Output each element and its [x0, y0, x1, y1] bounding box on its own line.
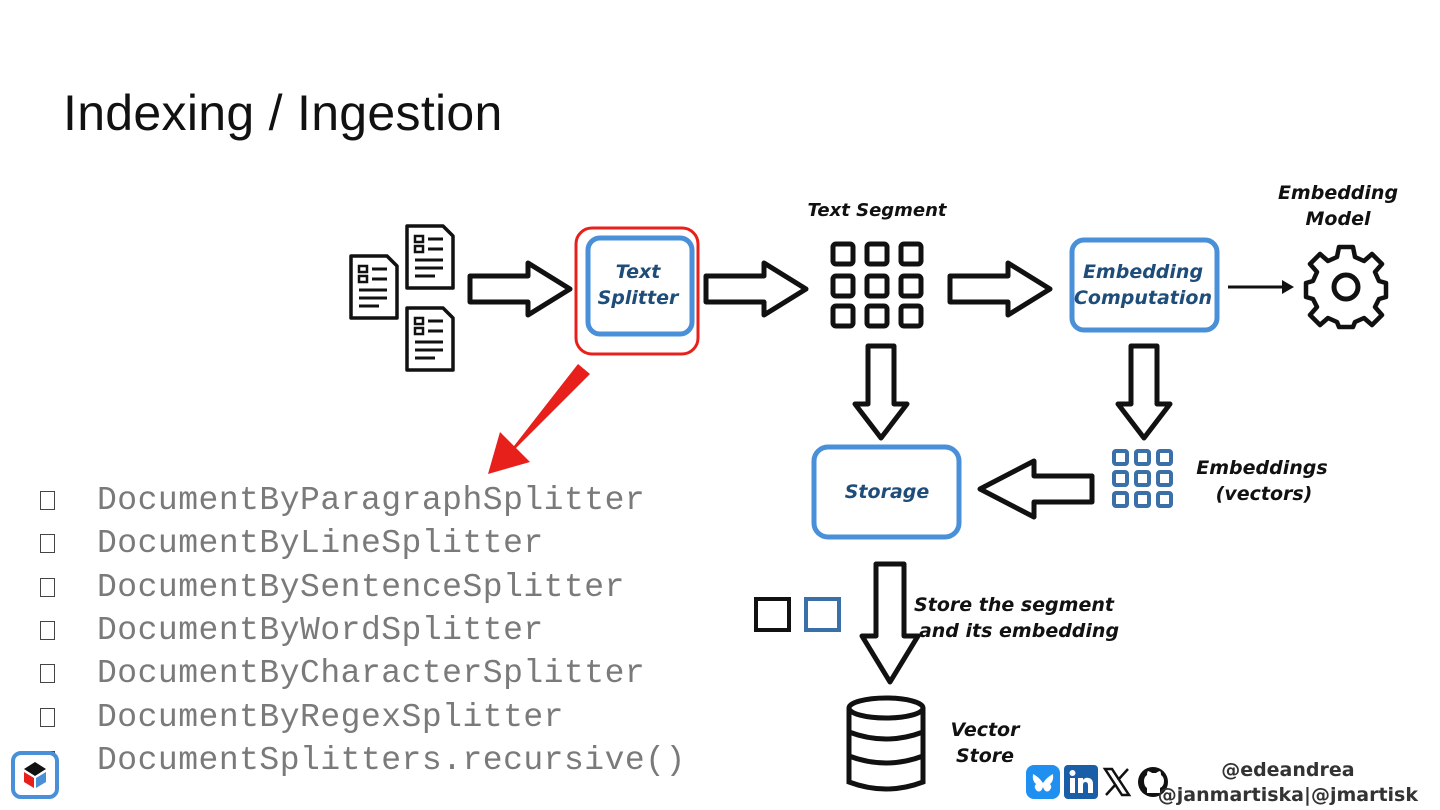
handle-1: @edeandrea — [1221, 759, 1355, 781]
text-segment-grid — [830, 241, 924, 329]
embedding-computation-label-2: Computation — [1074, 287, 1212, 309]
storage-label: Storage — [845, 481, 930, 503]
bullet-box — [40, 491, 55, 511]
arrow-to-embedding — [950, 263, 1050, 315]
github-icon[interactable] — [1136, 765, 1170, 799]
document-icon — [405, 224, 455, 290]
list-item: DocumentBySentenceSplitter — [40, 566, 686, 609]
embedding-computation-label-1: Embedding — [1083, 261, 1203, 283]
bullet-box — [40, 664, 55, 684]
embedding-model-label-2: Model — [1306, 208, 1371, 230]
list-item: DocumentByWordSplitter — [40, 609, 686, 652]
embedding-square — [804, 597, 841, 632]
bullet-box — [40, 707, 55, 727]
list-item: DocumentByRegexSplitter — [40, 695, 686, 738]
text-splitter-label-2: Splitter — [598, 287, 680, 309]
arrow-to-segments — [706, 263, 806, 315]
storage-box — [811, 444, 962, 540]
slide-title: Indexing / Ingestion — [63, 85, 503, 141]
bullet-box — [40, 577, 55, 597]
x-icon[interactable] — [1102, 765, 1132, 799]
embeddings-label-2: (vectors) — [1216, 483, 1313, 505]
arrow-segments-to-storage — [855, 346, 907, 438]
text-splitter-label-1: Text — [616, 261, 662, 283]
embeddings-label-1: Embeddings — [1196, 457, 1327, 479]
red-pointer-arrow — [488, 364, 590, 474]
bluesky-icon[interactable] — [1026, 765, 1060, 799]
splitter-list: DocumentByParagraphSplitter DocumentByLi… — [40, 479, 686, 782]
list-item: DocumentSplitters.recursive() — [40, 739, 686, 782]
documents-icon — [349, 224, 455, 372]
text-segment-label: Text Segment — [807, 200, 947, 221]
author-handles: @edeandrea @janmartiska|@jmartisk — [1158, 758, 1418, 808]
bullet-box — [40, 534, 55, 554]
arrow-embeddings-to-storage — [977, 458, 1095, 520]
logo-icon — [11, 751, 59, 799]
list-item: DocumentByCharacterSplitter — [40, 652, 686, 695]
arrow-to-splitter — [470, 263, 570, 315]
store-label-1: Store the segment — [914, 594, 1115, 616]
embeddings-grid — [1112, 449, 1173, 508]
list-item: DocumentByLineSplitter — [40, 522, 686, 565]
handle-2: @janmartiska|@jmartisk — [1157, 784, 1418, 806]
bullet-box — [40, 621, 55, 641]
store-label-2: and its embedding — [919, 620, 1119, 642]
text-splitter-box — [585, 235, 695, 337]
arrow-to-vector-store — [859, 561, 921, 685]
database-icon — [846, 695, 926, 792]
vector-store-label-2: Store — [956, 745, 1014, 767]
document-icon — [405, 306, 455, 372]
splitter-highlight — [574, 226, 700, 356]
list-item: DocumentByParagraphSplitter — [40, 479, 686, 522]
segment-square — [754, 597, 791, 632]
document-icon — [349, 254, 399, 320]
embedding-computation-box — [1069, 237, 1220, 333]
gear-icon — [1303, 244, 1389, 330]
embedding-model-label-1: Embedding — [1278, 182, 1398, 204]
arrow-embedding-down — [1118, 346, 1170, 438]
linkedin-icon[interactable] — [1064, 765, 1098, 799]
social-links — [1026, 765, 1170, 799]
vector-store-label-1: Vector — [951, 719, 1022, 741]
